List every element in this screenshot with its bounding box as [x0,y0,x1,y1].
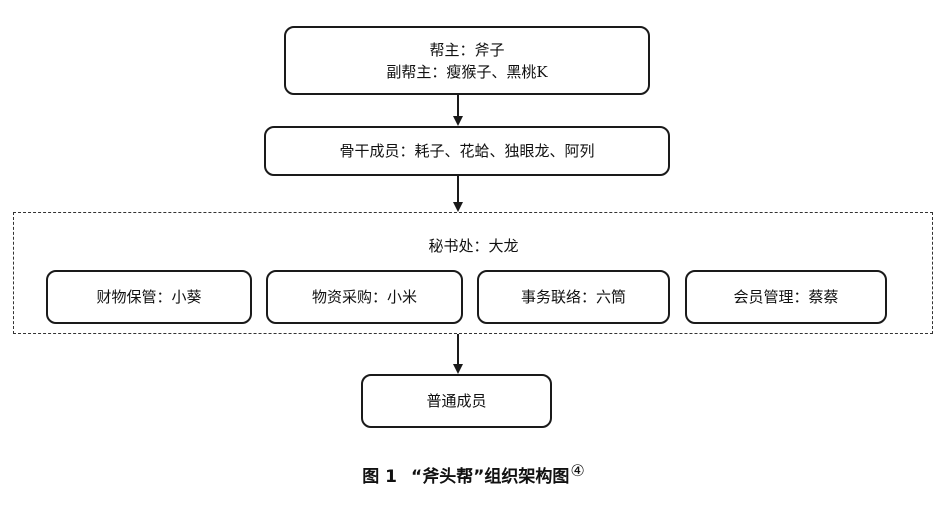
ordinary-members-box: 普通成员 [361,374,552,428]
ordinary-members-label: 普通成员 [426,392,487,410]
department-label: 物资采购：小米 [311,288,417,306]
department-label: 财物保管：小葵 [96,288,202,306]
department-box-property: 财物保管：小葵 [46,270,252,324]
figure-label: 图 1 [362,467,398,487]
figure-title: “斧头帮”组织架构图 [411,467,570,487]
department-label: 会员管理：蔡蔡 [733,288,839,306]
leader-label: 帮主：斧子 [429,40,505,59]
department-box-membership: 会员管理：蔡蔡 [685,270,887,324]
department-box-liaison: 事务联络：六筒 [477,270,670,324]
deputy-leader-label: 副帮主：瘦猴子、黑桃K [386,62,548,81]
department-box-procurement: 物资采购：小米 [266,270,463,324]
footnote-mark: ④ [570,461,585,480]
department-label: 事务联络：六筒 [520,288,626,306]
figure-caption: 图 1 “斧头帮”组织架构图④ [0,459,947,489]
secretariat-group [13,212,933,334]
core-members-label: 骨干成员：耗子、花蛤、独眼龙、阿列 [339,142,595,160]
leadership-box: 帮主：斧子 副帮主：瘦猴子、黑桃K [284,26,650,95]
secretariat-title: 秘书处：大龙 [428,237,519,255]
core-members-box: 骨干成员：耗子、花蛤、独眼龙、阿列 [264,126,670,176]
